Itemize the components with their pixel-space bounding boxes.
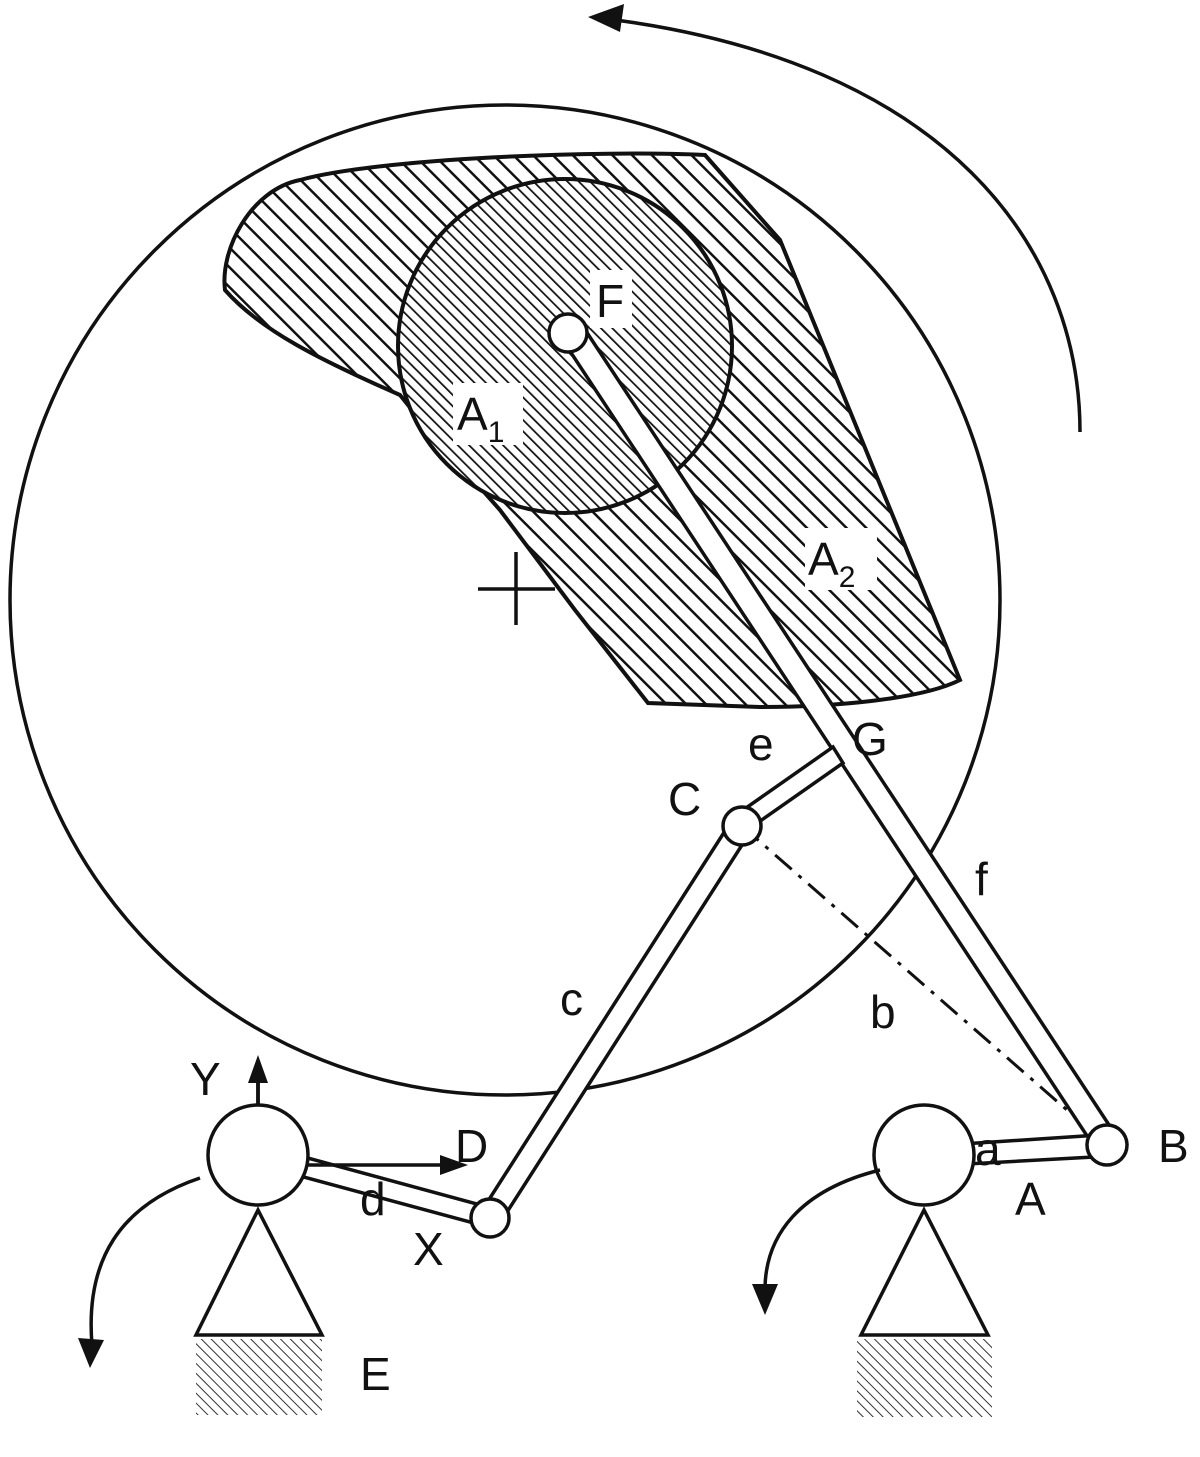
label-point-f: F bbox=[596, 275, 624, 327]
label-area-a2-sub: 2 bbox=[839, 561, 856, 594]
label-link-b: b bbox=[870, 986, 896, 1038]
ground-support-e bbox=[193, 1206, 325, 1337]
label-area-a1-sub: 1 bbox=[488, 416, 505, 449]
label-area-a1-main: A bbox=[457, 388, 488, 440]
label-area-a1: A1 bbox=[457, 388, 504, 449]
joint-f bbox=[547, 312, 589, 354]
ground-hatch-e bbox=[196, 1339, 322, 1415]
rotation-arrowhead-top bbox=[588, 4, 624, 32]
joint-d bbox=[469, 1197, 511, 1239]
label-point-g: G bbox=[852, 713, 888, 765]
label-f-bg bbox=[590, 270, 632, 328]
label-point-d: D bbox=[455, 1120, 488, 1172]
rotation-arrow-top bbox=[599, 16, 1082, 433]
label-point-b: B bbox=[1158, 1120, 1189, 1172]
ground-hatch-a bbox=[857, 1339, 992, 1417]
label-a1-bg bbox=[453, 383, 523, 445]
joint-c bbox=[721, 805, 763, 847]
pivot-a bbox=[872, 1103, 976, 1207]
rotation-arrow-e bbox=[89, 1176, 201, 1346]
label-area-a2: A2 bbox=[808, 533, 855, 594]
label-axis-x: X bbox=[413, 1223, 444, 1275]
ground-support-a bbox=[858, 1206, 991, 1337]
orbit-circle bbox=[8, 103, 1002, 1097]
pivot-e bbox=[206, 1103, 310, 1207]
label-axis-y: Y bbox=[190, 1053, 221, 1105]
rotation-arrow-a bbox=[763, 1168, 881, 1291]
label-link-d: d bbox=[360, 1173, 386, 1225]
link-c bbox=[478, 817, 754, 1226]
label-a2-bg bbox=[805, 528, 877, 590]
label-point-a: A bbox=[1015, 1173, 1046, 1225]
y-axis-arrowhead bbox=[248, 1055, 268, 1083]
label-point-e: E bbox=[360, 1348, 391, 1400]
label-link-c: c bbox=[560, 973, 583, 1025]
label-point-c: C bbox=[668, 773, 701, 825]
rotation-arrowhead-e bbox=[78, 1338, 104, 1368]
rotation-arrowhead-a bbox=[752, 1284, 778, 1315]
label-area-a2-main: A bbox=[808, 533, 839, 585]
joint-b bbox=[1085, 1123, 1129, 1167]
label-link-f: f bbox=[975, 853, 988, 905]
label-link-a: a bbox=[975, 1123, 1001, 1175]
label-link-e: e bbox=[748, 718, 774, 770]
x-axis-arrowhead bbox=[440, 1155, 468, 1175]
link-b-line bbox=[741, 824, 1108, 1147]
